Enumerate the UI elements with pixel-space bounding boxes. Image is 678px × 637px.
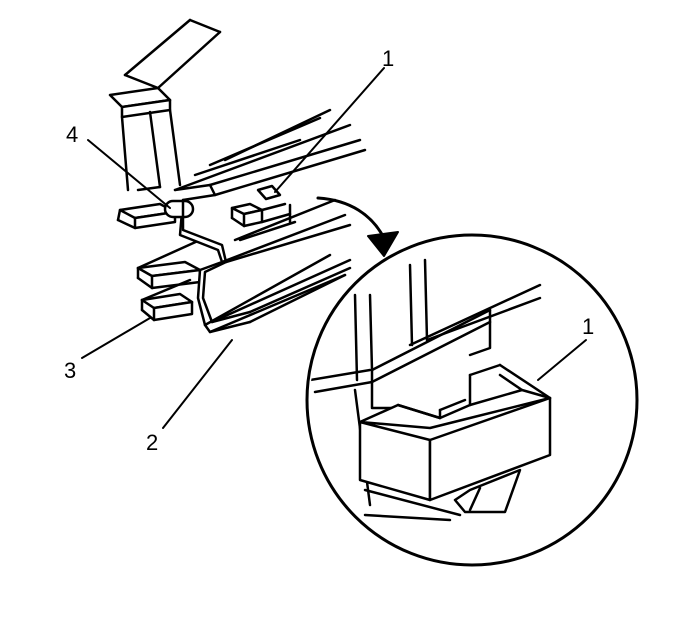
callout-3: 3	[64, 358, 76, 383]
arrowhead	[367, 231, 399, 257]
z-channel-part-2	[173, 108, 367, 334]
lower-channel-part-3	[116, 202, 202, 322]
callout-1-detail: 1	[582, 314, 594, 339]
leader-1-detail	[537, 339, 587, 381]
retainer-clip-part-1	[230, 184, 297, 242]
callout-2: 2	[146, 430, 158, 455]
callout-1-main: 1	[382, 46, 394, 71]
clip-magnified	[358, 363, 552, 514]
leader-4	[87, 139, 171, 209]
leader-3	[81, 317, 151, 359]
leader-lines	[81, 67, 587, 429]
curved-arrow	[316, 196, 386, 240]
callout-4: 4	[66, 122, 78, 147]
leader-1-main	[274, 67, 385, 193]
detail-view	[305, 233, 639, 567]
leader-2	[162, 339, 233, 429]
upper-flange	[108, 18, 222, 192]
pin-part-4	[163, 199, 195, 219]
